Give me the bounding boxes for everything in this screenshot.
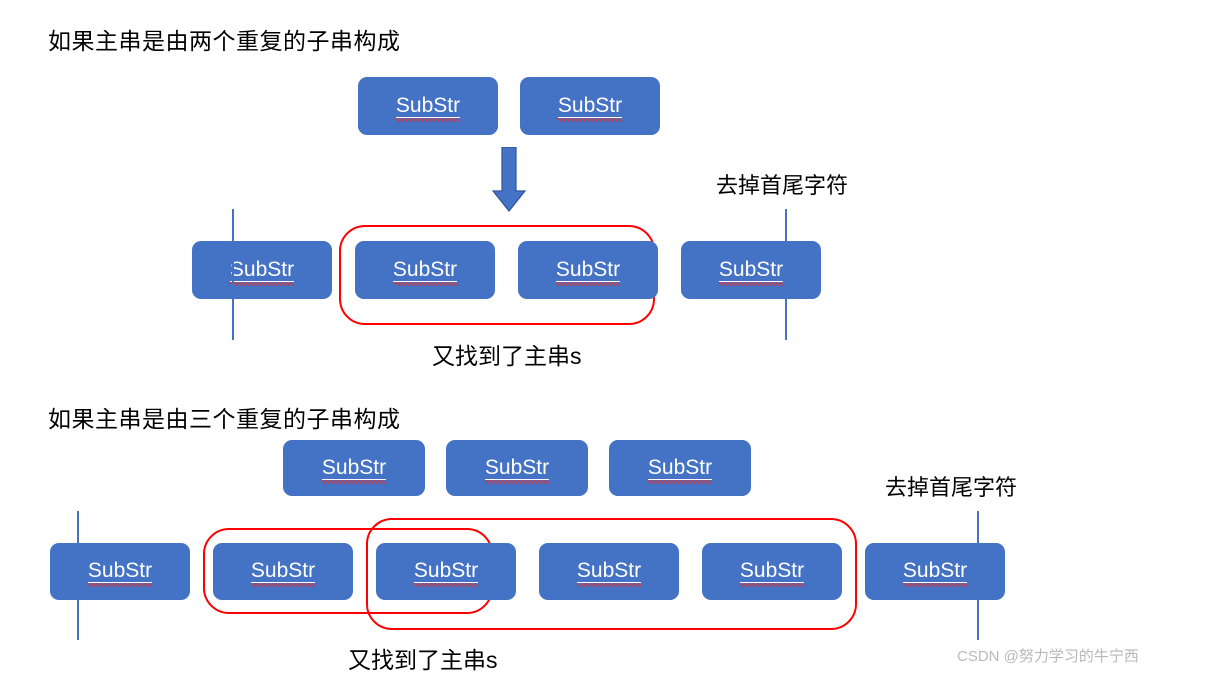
substr-label: SubStr xyxy=(321,455,387,484)
substr-label: SubStr xyxy=(739,559,805,587)
section-title-two-substrings: 如果主串是由两个重复的子串构成 xyxy=(48,28,401,54)
substr-box: SubStr xyxy=(609,440,751,496)
caption-found-main-string: 又找到了主串s xyxy=(432,343,582,369)
down-arrow-icon xyxy=(489,146,529,213)
substr-box: SubStr xyxy=(192,241,332,299)
substr-box: SubStr xyxy=(283,440,425,496)
substr-box: SubStr xyxy=(213,543,353,600)
substr-box: SubStr xyxy=(702,543,842,600)
caption-found-main-string: 又找到了主串s xyxy=(348,647,498,673)
substr-label: SubStr xyxy=(902,559,968,587)
cut-label: 去掉首尾字符 xyxy=(716,173,849,198)
highlight-rect xyxy=(366,518,857,630)
substr-box: SubStr xyxy=(376,543,516,600)
substr-box: SubStr xyxy=(446,440,588,496)
substr-box: SubStr xyxy=(520,77,660,135)
substr-box: SubStr xyxy=(518,241,658,299)
substr-box: SubStr xyxy=(865,543,1005,600)
section-title-three-substrings: 如果主串是由三个重复的子串构成 xyxy=(48,406,401,432)
cut-line-right xyxy=(977,511,979,640)
cut-label: 去掉首尾字符 xyxy=(885,475,1018,500)
substr-label: SubStr xyxy=(413,559,479,587)
cut-line-right xyxy=(785,209,787,340)
substr-label: SubStr xyxy=(484,455,550,484)
watermark: CSDN @努力学习的牛宁西 xyxy=(957,648,1139,665)
substr-label: SubStr xyxy=(555,257,621,286)
substr-label: SubStr xyxy=(250,559,316,587)
substr-label: SubStr xyxy=(87,559,153,587)
substr-label: SubStr xyxy=(718,257,784,286)
substr-label: SubStr xyxy=(576,559,642,587)
substr-label: SubStr xyxy=(392,257,458,286)
substr-box: SubStr xyxy=(355,241,495,299)
substr-label: SubStr xyxy=(647,455,713,484)
substr-box: SubStr xyxy=(50,543,190,600)
substr-label: SubStr xyxy=(229,257,295,286)
cut-line-left xyxy=(232,209,234,340)
substr-label: SubStr xyxy=(557,93,623,122)
cut-line-left xyxy=(77,511,79,640)
substr-box: SubStr xyxy=(539,543,679,600)
substr-label: SubStr xyxy=(395,93,461,122)
substr-box: SubStr xyxy=(681,241,821,299)
substr-box: SubStr xyxy=(358,77,498,135)
